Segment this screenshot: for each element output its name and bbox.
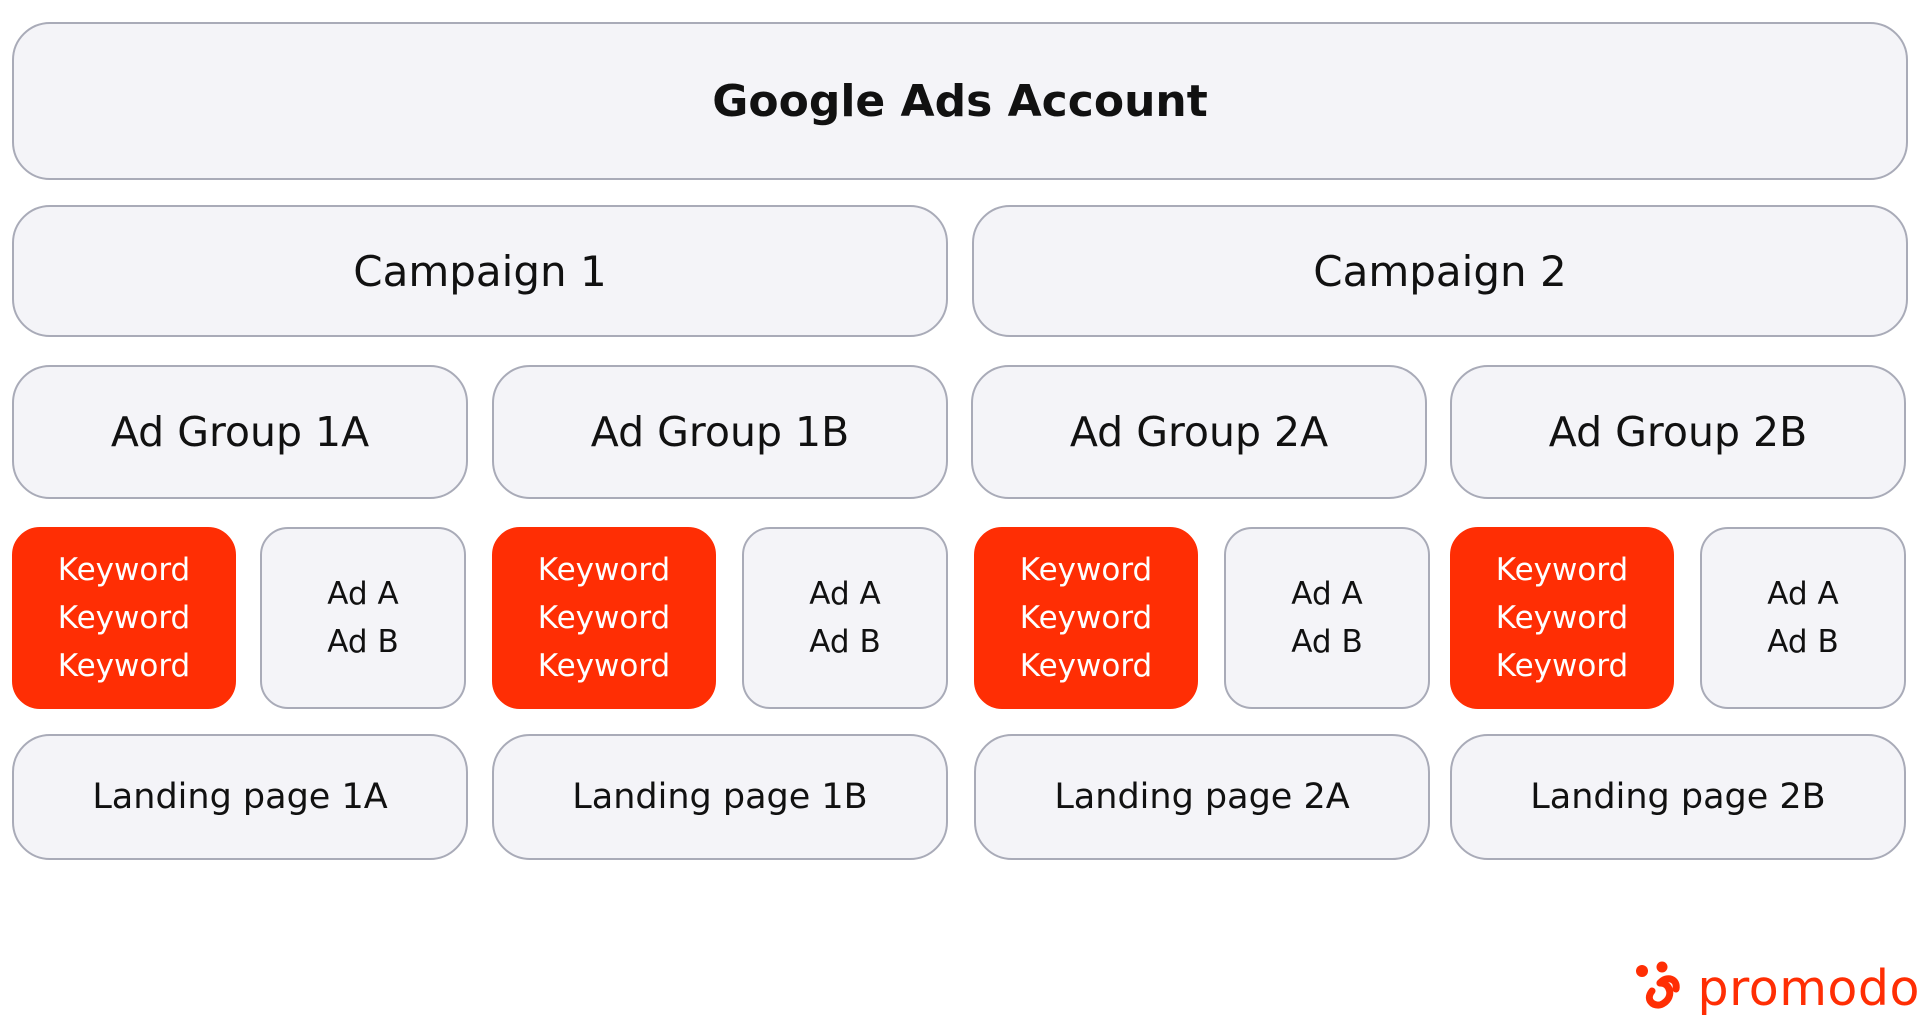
ad-item: Ad A: [1291, 576, 1363, 612]
landing-page-2b-box: Landing page 2B: [1450, 734, 1906, 860]
keyword-item: Keyword: [1495, 648, 1629, 684]
keyword-item: Keyword: [537, 648, 671, 684]
landing-page-label: Landing page 2B: [1530, 777, 1826, 817]
landing-page-label: Landing page 1B: [572, 777, 868, 817]
keyword-item: Keyword: [57, 648, 191, 684]
ads-box-1b: Ad A Ad B: [742, 527, 948, 709]
landing-page-label: Landing page 1A: [92, 777, 388, 817]
keyword-item: Keyword: [1019, 552, 1153, 588]
landing-page-label: Landing page 2A: [1054, 777, 1350, 817]
ad-group-label: Ad Group 1A: [110, 408, 370, 456]
landing-page-1b-box: Landing page 1B: [492, 734, 948, 860]
promodo-logo-text: promodo: [1697, 960, 1920, 1017]
landing-page-2a-box: Landing page 2A: [974, 734, 1430, 860]
keyword-item: Keyword: [537, 600, 671, 636]
keywords-box-1a: Keyword Keyword Keyword: [12, 527, 236, 709]
ad-group-1b-box: Ad Group 1B: [492, 365, 948, 499]
ad-item: Ad B: [327, 624, 399, 660]
keyword-item: Keyword: [1019, 600, 1153, 636]
keywords-box-2a: Keyword Keyword Keyword: [974, 527, 1198, 709]
ad-group-label: Ad Group 2B: [1548, 408, 1808, 456]
campaign-label: Campaign 1: [353, 246, 607, 296]
promodo-logo: promodo: [1634, 960, 1920, 1017]
account-label: Google Ads Account: [712, 75, 1208, 127]
campaign-2-box: Campaign 2: [972, 205, 1908, 337]
ads-box-1a: Ad A Ad B: [260, 527, 466, 709]
keyword-item: Keyword: [1019, 648, 1153, 684]
promodo-logo-icon: [1634, 961, 1684, 1017]
ads-box-2a: Ad A Ad B: [1224, 527, 1430, 709]
ad-item: Ad B: [1767, 624, 1839, 660]
ad-group-1a-box: Ad Group 1A: [12, 365, 468, 499]
ad-item: Ad A: [1767, 576, 1839, 612]
keyword-item: Keyword: [537, 552, 671, 588]
ad-item: Ad B: [809, 624, 881, 660]
keyword-item: Keyword: [57, 552, 191, 588]
ad-item: Ad A: [327, 576, 399, 612]
keyword-item: Keyword: [1495, 600, 1629, 636]
google-ads-account-box: Google Ads Account: [12, 22, 1908, 180]
ad-group-2a-box: Ad Group 2A: [971, 365, 1427, 499]
campaign-label: Campaign 2: [1313, 246, 1567, 296]
keyword-item: Keyword: [57, 600, 191, 636]
landing-page-1a-box: Landing page 1A: [12, 734, 468, 860]
ads-box-2b: Ad A Ad B: [1700, 527, 1906, 709]
ad-group-label: Ad Group 2A: [1069, 408, 1329, 456]
ad-item: Ad A: [809, 576, 881, 612]
campaign-1-box: Campaign 1: [12, 205, 948, 337]
keywords-box-2b: Keyword Keyword Keyword: [1450, 527, 1674, 709]
keyword-item: Keyword: [1495, 552, 1629, 588]
ad-group-2b-box: Ad Group 2B: [1450, 365, 1906, 499]
ad-item: Ad B: [1291, 624, 1363, 660]
keywords-box-1b: Keyword Keyword Keyword: [492, 527, 716, 709]
ad-group-label: Ad Group 1B: [590, 408, 850, 456]
